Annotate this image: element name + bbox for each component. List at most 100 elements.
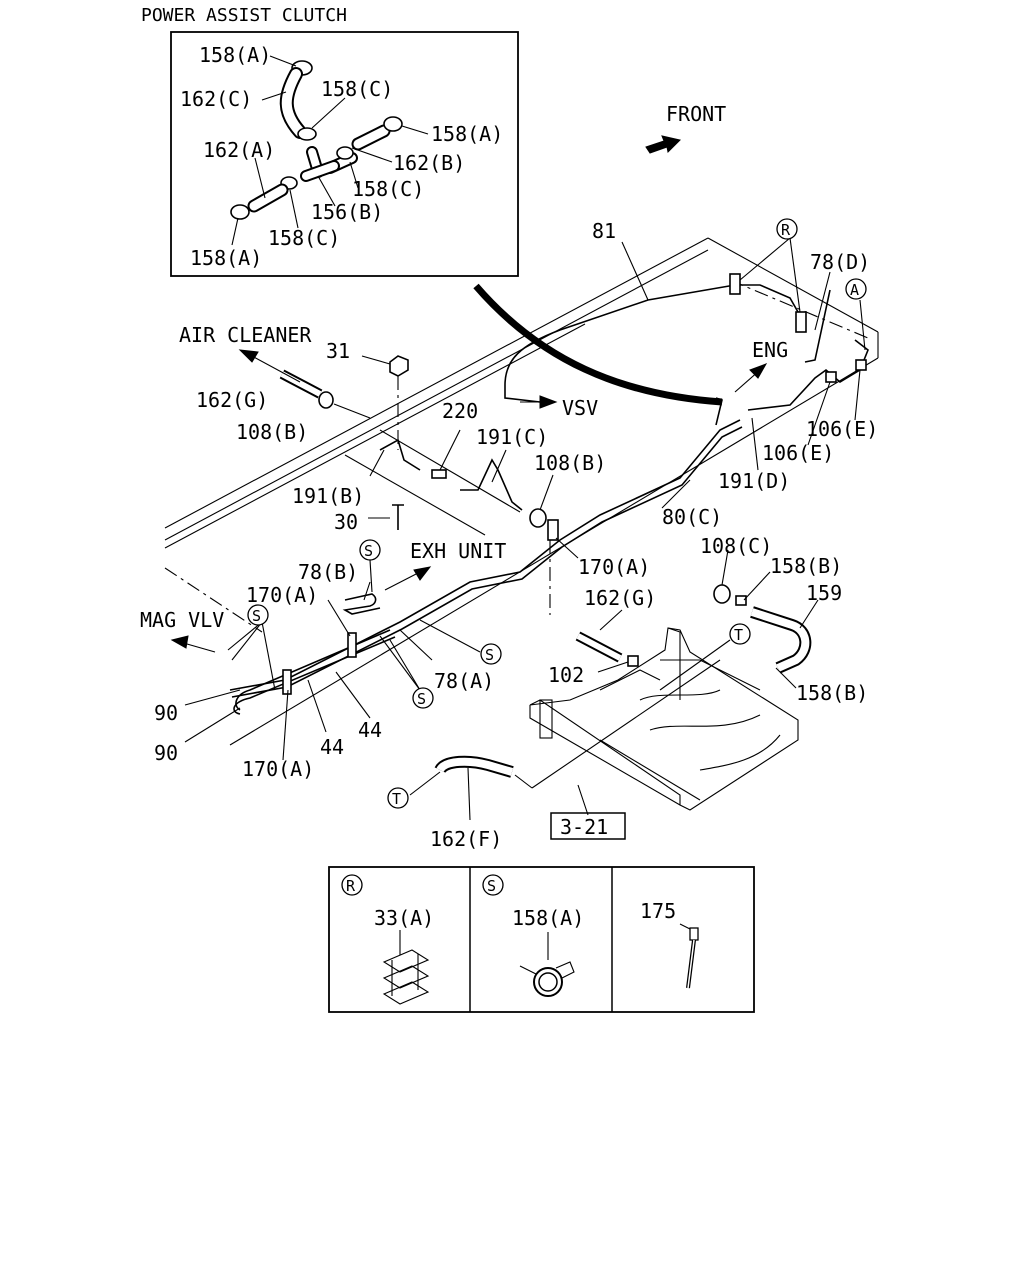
tank-assembly: [529, 627, 799, 811]
vsv-arrow-icon: [539, 395, 558, 409]
marker-s-1-circle: [359, 539, 381, 561]
marker-s-3-circle: [480, 643, 502, 665]
marker-t-1-text: T: [734, 626, 743, 644]
marker-r-text: R: [781, 221, 791, 239]
marker-s-2-circle: [247, 604, 269, 626]
exh-unit-label: EXH UNIT: [410, 539, 506, 563]
callout-159: 159: [806, 581, 842, 605]
eng-hose: [715, 397, 723, 426]
callout-170a-center: 170(A): [578, 555, 650, 579]
grommet-108c: [713, 584, 731, 604]
callout-220: 220: [442, 399, 478, 423]
callout-78a: 78(A): [434, 669, 494, 693]
clamp-158b-top: [735, 595, 747, 606]
inset-label-158a-2: 158(A): [431, 122, 503, 146]
legend-part-158a: 158(A): [512, 906, 584, 930]
callout-191c: 191(C): [476, 425, 548, 449]
part-102: [627, 655, 639, 667]
callout-108b-center: 108(B): [534, 451, 606, 475]
tee-body-inner: [302, 162, 338, 180]
legend-part-175: 175: [640, 899, 676, 923]
front-indicator: FRONT: [645, 102, 726, 154]
main-callouts: 81 78(D) 31 162(G) 108(B) 220 191(C) 108…: [154, 219, 878, 851]
legend-cell-175: 175: [640, 899, 699, 989]
callout-90-upper: 90: [154, 701, 178, 725]
inset-label-162c: 162(C): [180, 87, 252, 111]
mag-vlv-arrow-icon: [170, 635, 189, 649]
callout-162f: 162(F): [430, 827, 502, 851]
nut-31: [389, 355, 409, 377]
callout-80c: 80(C): [662, 505, 722, 529]
pipe-78d: [804, 289, 831, 363]
inset-title: POWER ASSIST CLUTCH: [141, 5, 347, 26]
chassis-frame: [164, 237, 879, 746]
callout-108c: 108(C): [700, 534, 772, 558]
air-cleaner-arrow-icon: [238, 349, 259, 363]
callout-191d: 191(D): [718, 469, 790, 493]
bracket-170a-center: [547, 519, 559, 541]
legend-cell-r: R 33(A): [341, 874, 434, 1005]
callout-44-lower: 44: [320, 735, 344, 759]
inset-label-158c-1: 158(C): [321, 77, 393, 101]
inset-parts: [230, 60, 403, 220]
exh-unit-arrow-icon: [413, 566, 432, 581]
main-leaders: [184, 237, 866, 821]
pipe-runs: [229, 273, 869, 789]
callout-102: 102: [548, 663, 584, 687]
legend-marker-r-text: R: [346, 877, 356, 895]
legend-marker-s-text: S: [487, 877, 496, 895]
front-arrow-icon: [645, 135, 681, 154]
callout-81: 81: [592, 219, 616, 243]
inset-label-158c-2: 158(C): [352, 177, 424, 201]
hose-162c-inner: [281, 69, 305, 137]
inset-label-162a: 162(A): [203, 138, 275, 162]
bolt-30: [392, 504, 404, 530]
circle-markers: R A S S S S T T: [247, 218, 867, 809]
callout-158b-bottom: 158(B): [796, 681, 868, 705]
callout-191b: 191(B): [292, 484, 364, 508]
joint-106e-2: [855, 359, 867, 371]
vsv-label: VSV: [562, 396, 598, 420]
marker-t-1-circle: [729, 623, 751, 645]
power-assist-clutch-inset: POWER ASSIST CLUTCH: [141, 5, 519, 277]
callout-44-upper: 44: [358, 718, 382, 742]
pipe-81-right: [735, 284, 801, 329]
clip-r-2: [795, 311, 807, 333]
inset-label-162b: 162(B): [393, 151, 465, 175]
pipe-44-lower: [233, 636, 396, 715]
hose-159-inner: [750, 608, 810, 672]
callout-78b: 78(B): [298, 560, 358, 584]
callout-78d: 78(D): [810, 250, 870, 274]
clamp-158a-right: [383, 116, 403, 132]
part-220: [431, 469, 447, 479]
cable-tie-175-icon: [679, 923, 699, 989]
bracket-170a-left: [347, 632, 357, 658]
marker-t-2-text: T: [392, 790, 401, 808]
callout-30: 30: [334, 510, 358, 534]
pipe-78b: [342, 593, 381, 615]
hose-162g-top-inner: [280, 371, 322, 397]
grommet-108b-center: [529, 508, 547, 528]
inset-label-156b: 156(B): [311, 200, 383, 224]
clamp-158c-top: [297, 127, 317, 141]
callout-90-lower: 90: [154, 741, 178, 765]
callout-170a-bottom: 170(A): [242, 757, 314, 781]
hose-162a-inner: [249, 185, 287, 211]
legend-part-33a: 33(A): [374, 906, 434, 930]
eng-arrow-icon: [749, 363, 768, 379]
marker-r-circle: [776, 218, 798, 240]
callout-108b-left: 108(B): [236, 420, 308, 444]
reference-box-label: 3-21: [560, 815, 608, 839]
legend-frame: [328, 866, 755, 1013]
hose-162b-inner: [353, 126, 389, 149]
hose-162f-inner: [436, 757, 514, 776]
air-cleaner-label: AIR CLEANER: [179, 323, 312, 347]
callout-162g-mid: 162(G): [584, 586, 656, 610]
hose-162g-mid-inner: [576, 633, 622, 661]
marker-s-1-text: S: [364, 542, 373, 560]
hose-clamp-158a-icon: [519, 961, 575, 997]
legend-cell-s: S 158(A): [482, 874, 584, 997]
callout-162g-top: 162(G): [196, 388, 268, 412]
inset-pointer-arc: [473, 283, 723, 406]
